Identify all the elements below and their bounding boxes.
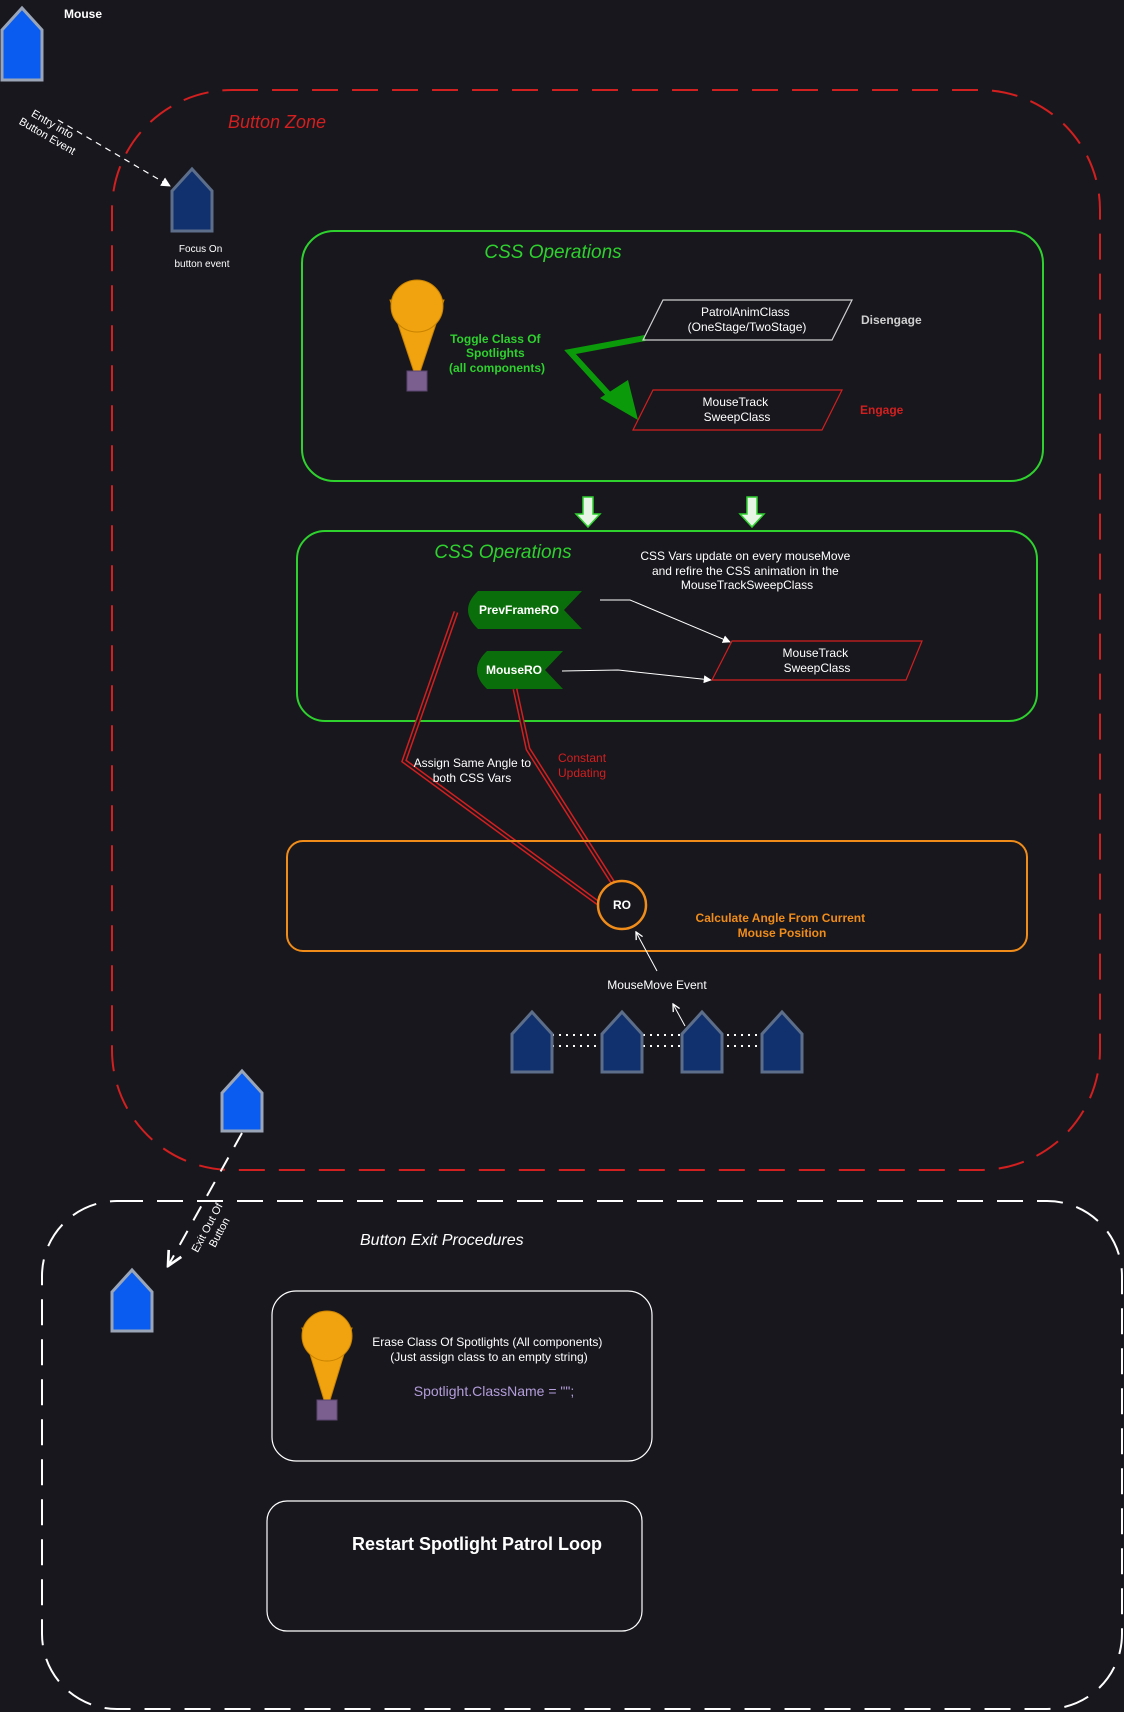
constant-updating-label: Constant Updating	[558, 751, 609, 780]
restart-patrol-label: Restart Spotlight Patrol Loop	[352, 1534, 602, 1554]
mousetrack-sweep-class-label-1: MouseTrack SweepClass	[703, 395, 772, 424]
exit-label: Exit Out Of Button	[190, 1199, 239, 1261]
focus-label-line2: button event	[174, 259, 229, 270]
spotlight-icon	[389, 279, 445, 392]
classname-code: Spotlight.ClassName = "";	[414, 1383, 575, 1399]
entry-label: Entry into Button Event	[17, 104, 84, 157]
exit-zone-title: Button Exit Procedures	[360, 1232, 524, 1249]
mouse-move-cursor-icon-4	[760, 1009, 804, 1074]
prev-frame-to-mousetrack-arrow	[600, 599, 731, 643]
patrol-line2: (OneStage/TwoStage)	[688, 320, 807, 334]
constant-line1: Constant	[558, 751, 607, 765]
css-ops-1-box	[301, 230, 1044, 482]
focus-cursor-icon	[170, 166, 214, 233]
mousetrack-sweep-class-shape-1	[632, 389, 843, 431]
calc-line1: Calculate Angle From Current	[696, 911, 866, 925]
toggle-line1: Toggle Class Of	[450, 332, 541, 346]
exited-cursor-icon	[110, 1267, 154, 1333]
assign-angle-connector	[401, 611, 600, 906]
focus-label-line1: Focus On	[179, 244, 222, 255]
mousetrack2-line2: SweepClass	[784, 661, 851, 675]
erase-class-label: Erase Class Of Spotlights (All component…	[372, 1335, 605, 1364]
exit-zone-border	[41, 1200, 1123, 1710]
toggle-class-label: Toggle Class Of Spotlights (all componen…	[449, 332, 545, 375]
css-ops-2-title: CSS Operations	[434, 542, 572, 563]
erase-line2: (Just assign class to an empty string)	[390, 1350, 587, 1364]
prev-frame-ro-label: PrevFrameRO	[479, 603, 559, 617]
patrol-anim-class-shape	[642, 299, 853, 341]
exit-start-cursor-icon	[220, 1068, 264, 1133]
css-vars-note-line2: and refire the CSS animation in the	[652, 564, 839, 578]
disengage-label: Disengage	[861, 313, 922, 327]
toggle-line3: (all components)	[449, 361, 545, 375]
mousetrack1-line2: SweepClass	[704, 410, 771, 424]
prev-frame-ro-shape	[468, 591, 582, 629]
focus-label: Focus On button event	[174, 244, 229, 270]
restart-patrol-box	[266, 1500, 643, 1632]
calculate-angle-box	[286, 840, 1028, 952]
erase-line1: Erase Class Of Spotlights (All component…	[372, 1335, 602, 1349]
patrol-line1: PatrolAnimClass	[701, 305, 790, 319]
css-vars-note: CSS Vars update on every mouseMove and r…	[640, 549, 853, 592]
mouse-ro-to-mousetrack-arrow	[561, 669, 712, 684]
calc-line2: Mouse Position	[738, 926, 827, 940]
mousetrack-sweep-class-shape-2	[711, 640, 923, 681]
erase-class-box	[271, 1290, 653, 1462]
mouse-move-cursor-icon-1	[510, 1009, 554, 1074]
mousemove-pointer-arrow	[673, 1004, 686, 1027]
assign-line1: Assign Same Angle to	[414, 756, 532, 770]
calculate-angle-label: Calculate Angle From Current Mouse Posit…	[696, 911, 869, 940]
constant-updating-connector	[512, 688, 618, 888]
mousetrack-sweep-class-label-2: MouseTrack SweepClass	[783, 646, 852, 675]
toggle-line2: Spotlights	[466, 346, 525, 360]
mouse-label: Mouse	[64, 7, 102, 21]
exit-arrow	[168, 1132, 243, 1266]
mousemove-to-ro-arrow	[636, 932, 658, 972]
mouse-ro-label: MouseRO	[486, 663, 542, 677]
mousetrack1-line1: MouseTrack	[703, 395, 770, 409]
mouse-ro-shape	[477, 651, 563, 689]
patrol-anim-class-label: PatrolAnimClass (OneStage/TwoStage)	[688, 305, 807, 334]
down-arrow-right	[738, 496, 766, 529]
ro-label: RO	[613, 898, 631, 912]
mouse-move-cursor-icon-2	[600, 1009, 644, 1074]
css-vars-note-line3: MouseTrackSweepClass	[681, 578, 813, 592]
button-zone-border	[111, 89, 1101, 1171]
button-zone-title: Button Zone	[228, 112, 326, 132]
mousetrack2-line1: MouseTrack	[783, 646, 850, 660]
assign-angle-label: Assign Same Angle to both CSS Vars	[414, 756, 535, 785]
mousemove-event-label: MouseMove Event	[607, 978, 707, 992]
constant-line2: Updating	[558, 766, 606, 780]
ro-node	[596, 879, 648, 931]
css-ops-1-title: CSS Operations	[484, 242, 622, 263]
toggle-arrow	[564, 335, 646, 401]
spotlight-icon-exit	[301, 1310, 353, 1421]
assign-line2: both CSS Vars	[433, 771, 511, 785]
down-arrow-left	[574, 496, 602, 529]
engage-label: Engage	[860, 403, 904, 417]
mouse-move-cursor-icon-3	[680, 1009, 724, 1074]
css-vars-note-line1: CSS Vars update on every mouseMove	[640, 549, 850, 563]
mouse-cursor-icon	[0, 5, 44, 82]
toggle-arrow-head	[600, 380, 638, 420]
css-ops-2-box	[296, 530, 1038, 722]
